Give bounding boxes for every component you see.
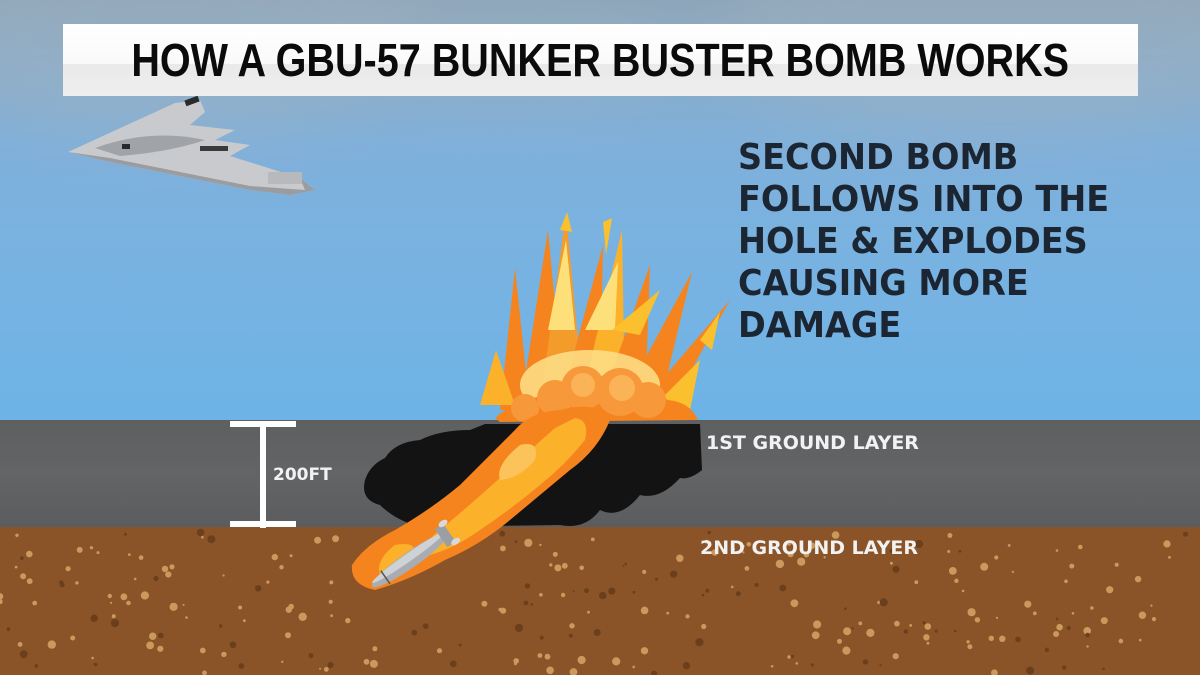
stealth-bomber-icon bbox=[68, 95, 315, 195]
step-caption: SECOND BOMB FOLLOWS INTO THE HOLE & EXPL… bbox=[738, 137, 1178, 347]
caption-line: FOLLOWS INTO THE bbox=[738, 179, 1110, 220]
bomb-icon bbox=[372, 519, 461, 588]
caption-line: CAUSING MORE bbox=[738, 263, 1029, 304]
caption-line: HOLE & EXPLODES bbox=[738, 221, 1088, 262]
caption-line: SECOND BOMB bbox=[738, 137, 1019, 178]
depth-measure-icon bbox=[230, 421, 296, 528]
title-banner: HOW A GBU-57 BUNKER BUSTER BOMB WORKS bbox=[63, 24, 1138, 96]
depth-label: 200FT bbox=[273, 465, 332, 485]
second-layer-label: 2ND GROUND LAYER bbox=[700, 537, 918, 559]
caption-line: DAMAGE bbox=[738, 305, 902, 346]
fire-trail-icon bbox=[351, 366, 698, 590]
soil-texture bbox=[0, 528, 1188, 675]
page-title: HOW A GBU-57 BUNKER BUSTER BOMB WORKS bbox=[131, 34, 1070, 86]
first-layer-label: 1ST GROUND LAYER bbox=[706, 432, 919, 454]
